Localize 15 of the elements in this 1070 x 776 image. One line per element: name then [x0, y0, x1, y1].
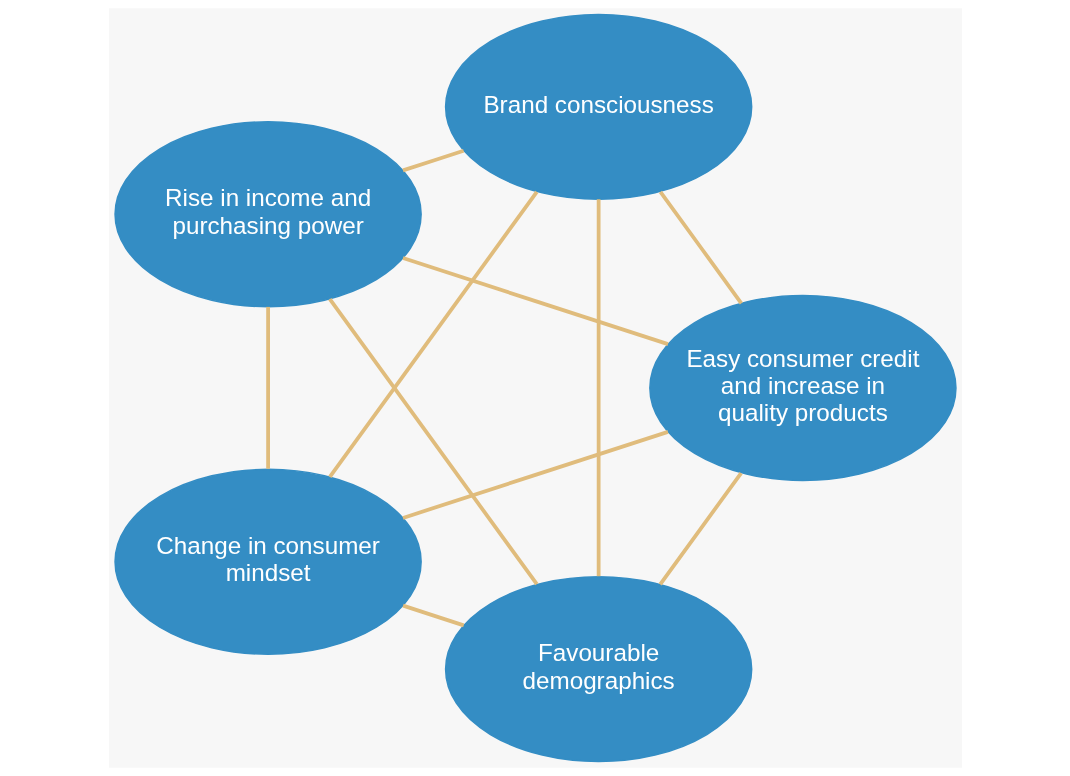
- connector: [401, 148, 464, 173]
- connector: [596, 199, 601, 577]
- connector: [401, 256, 669, 346]
- node-ellipse: Favourable demographics: [444, 576, 752, 763]
- node-ellipse: Change in consumer mindset: [113, 468, 422, 655]
- connector: [327, 190, 538, 478]
- node-ellipse: Brand consciousness: [444, 13, 752, 200]
- connector: [402, 603, 464, 628]
- connector: [658, 190, 743, 305]
- connector: [401, 430, 669, 520]
- connector: [265, 306, 270, 469]
- connector: [327, 298, 538, 586]
- connector: [658, 471, 743, 586]
- node-ellipse: Easy consumer credit and increase in quality products: [648, 294, 957, 482]
- node-ellipse: Rise in income and purchasing power: [113, 121, 422, 308]
